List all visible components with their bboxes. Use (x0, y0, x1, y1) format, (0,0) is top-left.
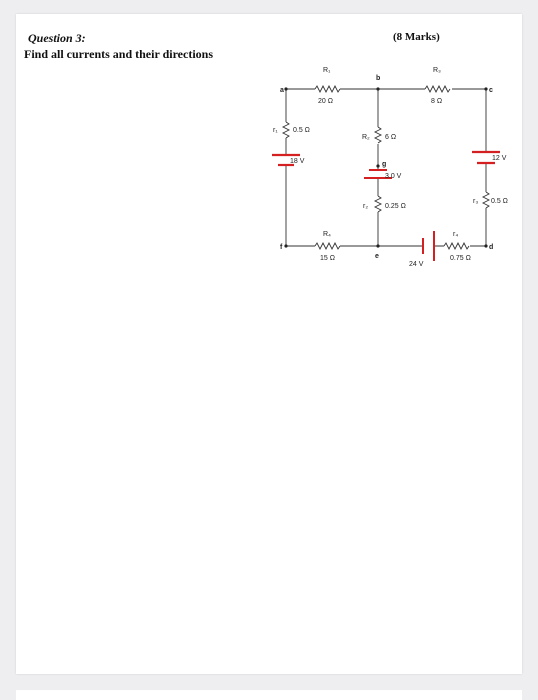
resistor-r4-internal (443, 241, 470, 251)
resistor-r3-internal (481, 191, 491, 209)
r2-internal-value: 0.25 Ω (385, 203, 406, 210)
battery-e3 (472, 150, 500, 165)
resistor-r4 (314, 241, 341, 251)
node-g: g (382, 161, 386, 168)
r3-symbol: R₃ (433, 67, 441, 74)
next-page-edge (16, 690, 522, 700)
question-number: Question 3: (28, 31, 86, 45)
battery-e1 (272, 153, 300, 167)
node-c: c (489, 87, 493, 94)
resistor-r1 (314, 84, 341, 94)
node-a: a (280, 87, 284, 94)
r2-internal-symbol: r₂ (363, 203, 368, 210)
battery-e2 (364, 169, 392, 179)
resistor-r2 (373, 126, 383, 144)
resistor-r1-internal (281, 121, 291, 139)
r4-value: 15 Ω (320, 255, 335, 262)
node-b: b (376, 75, 380, 82)
e2-value: 3.0 V (385, 173, 402, 180)
r4-internal-value: 0.75 Ω (450, 255, 471, 262)
node-dots (284, 87, 488, 248)
circuit-wires (281, 84, 491, 251)
r4-symbol: R₄ (323, 231, 331, 238)
resistor-r3 (424, 84, 451, 94)
r1-symbol: R₁ (323, 67, 331, 74)
r2-symbol: R₂ (362, 134, 370, 141)
e3-value: 12 V (492, 155, 507, 162)
node-d: d (489, 244, 493, 251)
e1-value: 18 V (290, 158, 305, 165)
document-page (16, 14, 522, 674)
r1-internal-value: 0.5 Ω (293, 127, 310, 134)
r2-value: 6 Ω (385, 134, 396, 141)
question-instruction: Find all currents and their directions (24, 47, 214, 61)
r3-internal-symbol: r₃ (473, 198, 478, 205)
r1-internal-symbol: r₁ (273, 127, 278, 134)
marks-label: (8 Marks) (393, 31, 440, 43)
e4-value: 24 V (409, 261, 424, 268)
r1-value: 20 Ω (318, 98, 333, 105)
r3-internal-value: 0.5 Ω (491, 198, 508, 205)
battery-e4 (422, 231, 435, 261)
resistor-r2-internal (373, 195, 383, 213)
r4-internal-symbol: r₄ (453, 231, 458, 238)
node-e: e (375, 253, 379, 260)
r3-value: 8 Ω (431, 98, 442, 105)
node-f: f (280, 244, 283, 251)
